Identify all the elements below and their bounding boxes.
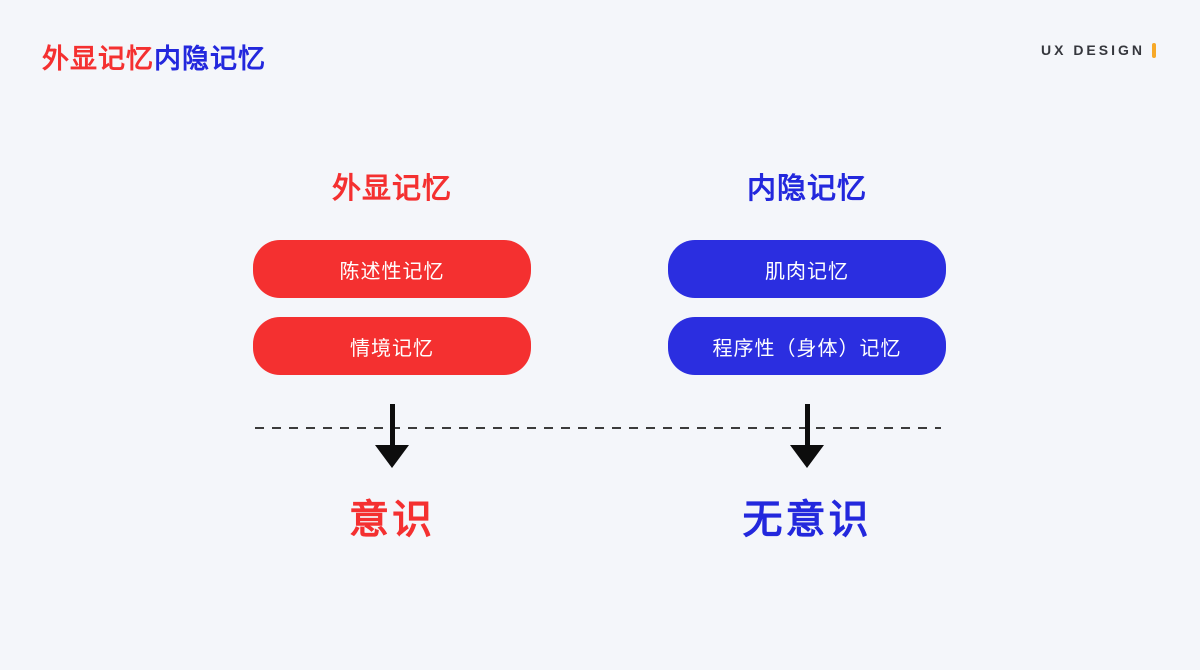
pill-muscle-memory: 肌肉记忆 bbox=[668, 240, 946, 298]
down-arrow-icon bbox=[375, 404, 409, 468]
result-consciousness: 意识 bbox=[349, 498, 435, 542]
down-arrow-icon bbox=[790, 404, 824, 468]
page-title-implicit: 内隐记忆 bbox=[154, 44, 266, 74]
page-title-explicit: 外显记忆 bbox=[42, 44, 154, 74]
arrow-stem bbox=[389, 404, 395, 445]
brand-accent-bar-icon bbox=[1152, 42, 1156, 58]
implicit-memory-heading: 内隐记忆 bbox=[746, 173, 867, 205]
arrow-head bbox=[375, 445, 409, 468]
brand-label: UX DESIGN bbox=[1040, 42, 1145, 58]
pill-declarative-memory: 陈述性记忆 bbox=[253, 240, 531, 298]
explicit-memory-heading: 外显记忆 bbox=[331, 173, 452, 205]
pill-procedural-memory: 程序性（身体）记忆 bbox=[668, 317, 946, 375]
dashed-divider bbox=[255, 427, 941, 429]
arrow-stem bbox=[804, 404, 810, 445]
page-title: 外显记忆内隐记忆 bbox=[42, 46, 266, 73]
brand-mark: UX DESIGN bbox=[1041, 42, 1156, 58]
arrow-head bbox=[790, 445, 824, 468]
result-unconsciousness: 无意识 bbox=[742, 498, 872, 542]
pill-episodic-memory: 情境记忆 bbox=[253, 317, 531, 375]
